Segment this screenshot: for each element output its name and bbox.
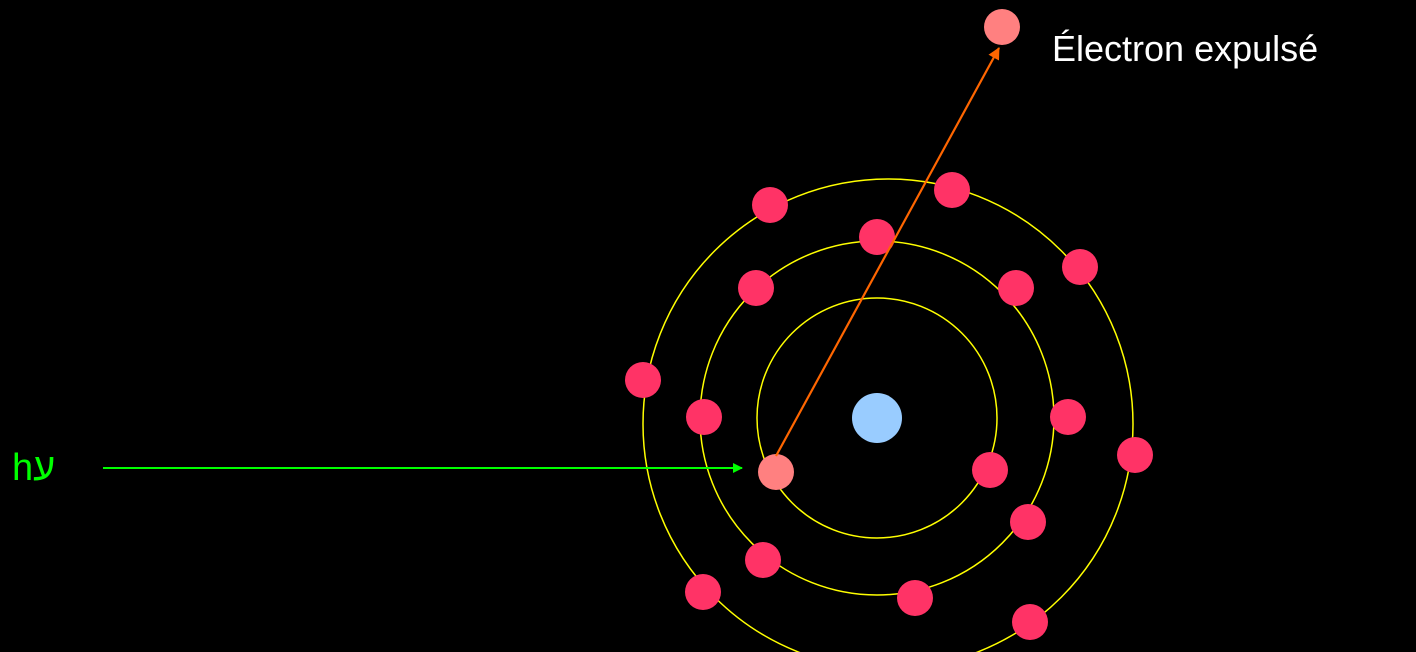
electron <box>1012 604 1048 640</box>
electron <box>686 399 722 435</box>
electron <box>752 187 788 223</box>
electron <box>685 574 721 610</box>
electron <box>859 219 895 255</box>
orbit-inner <box>756 297 998 539</box>
electrons-inner-shell <box>972 452 1008 488</box>
electron <box>745 542 781 578</box>
orbit-outer <box>642 178 1134 652</box>
electron <box>625 362 661 398</box>
electron <box>1117 437 1153 473</box>
photon-label: hע <box>12 447 55 489</box>
electron <box>1010 504 1046 540</box>
nucleus <box>852 393 902 443</box>
electron <box>1050 399 1086 435</box>
ejected-electron <box>984 9 1020 45</box>
struck-electron <box>758 454 794 490</box>
electrons-outer-shell <box>625 172 1153 640</box>
ejection-arrow <box>775 47 1000 457</box>
electron <box>897 580 933 616</box>
electron <box>934 172 970 208</box>
electron <box>1062 249 1098 285</box>
electron <box>972 452 1008 488</box>
electrons-middle-shell <box>686 219 1086 616</box>
electron <box>998 270 1034 306</box>
ejected-electron-label: Électron expulsé <box>1052 28 1318 69</box>
electron <box>738 270 774 306</box>
